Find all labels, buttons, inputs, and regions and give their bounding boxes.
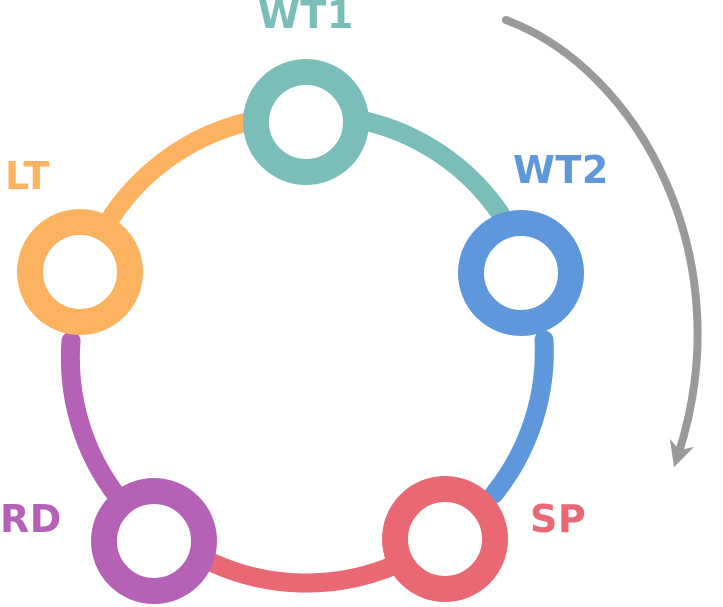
arc-wt2-sp: [484, 330, 554, 504]
node-sp: [382, 476, 508, 602]
arc-lt-wt1: [97, 112, 257, 234]
node-wt1: [243, 59, 369, 185]
node-rd: [91, 478, 217, 604]
curved-arrow-icon: [502, 16, 702, 468]
label-rd: RD: [0, 497, 62, 541]
arc-wt1-wt2: [355, 111, 510, 223]
arc-sp-rd: [203, 553, 400, 593]
label-sp: SP: [530, 497, 587, 541]
label-wt1: WT1: [258, 0, 354, 37]
node-lt: [17, 209, 143, 335]
arc-rd-lt: [60, 331, 127, 506]
node-wt2: [458, 210, 584, 336]
label-lt: LT: [5, 154, 50, 198]
label-wt2: WT2: [513, 148, 609, 192]
